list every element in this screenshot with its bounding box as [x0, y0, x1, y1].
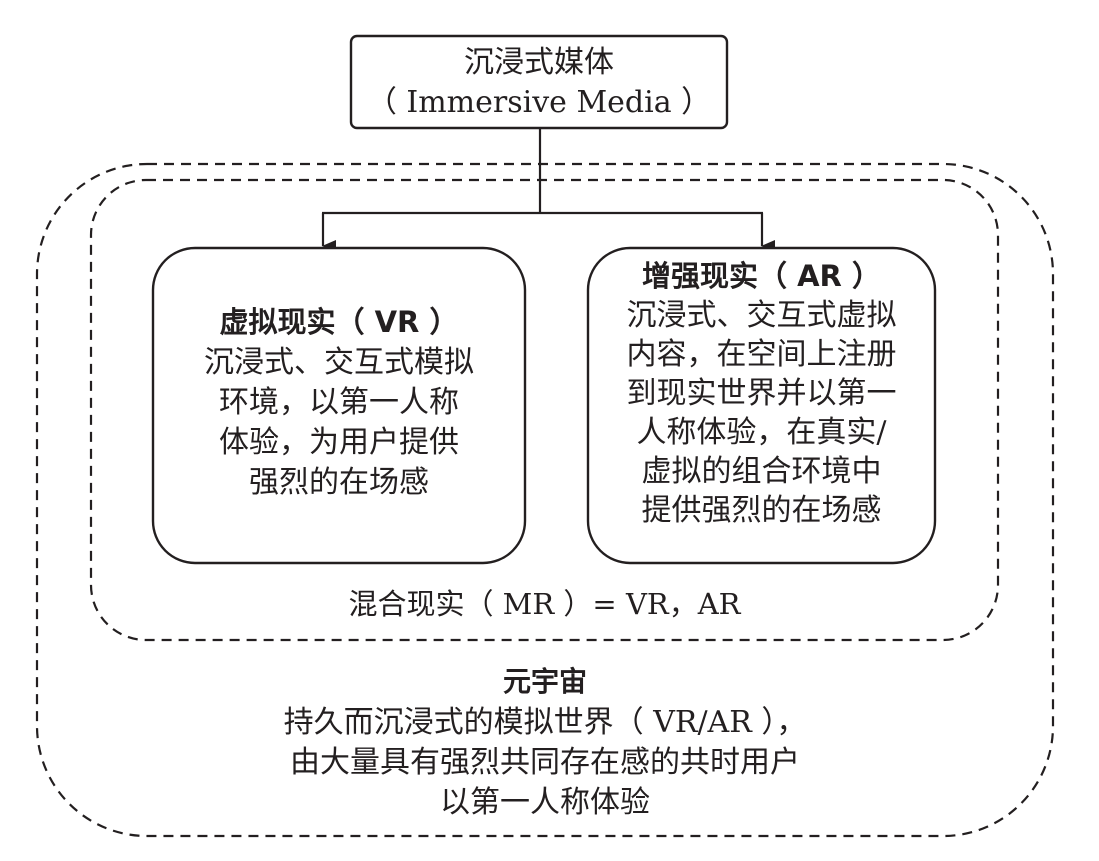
- ar-line: 提供强烈的在场感: [641, 493, 882, 528]
- ar-line: 沉浸式、交互式虚拟: [626, 298, 897, 333]
- vr-line: 环境，以第一人称: [219, 385, 459, 420]
- root-subtitle: （ Immersive Media ）: [366, 85, 712, 120]
- vr-box: [151, 246, 527, 565]
- metaverse-title: 元宇宙: [502, 665, 587, 698]
- vr-text: 虚拟现实（ VR ） 沉浸式、交互式模拟 环境，以第一人称 体验，为用户提供 强…: [153, 308, 525, 498]
- ar-line: 人称体验，在真实/: [636, 415, 887, 450]
- root-label: 沉浸式媒体 （ Immersive Media ）: [351, 48, 727, 118]
- metaverse-line: 持久而沉浸式的模拟世界（ VR/AR ），: [283, 705, 807, 740]
- ar-text: 增强现实（ AR ） 沉浸式、交互式虚拟 内容，在空间上注册 到现实世界并以第一…: [588, 262, 935, 526]
- ar-box: [586, 246, 937, 565]
- metaverse-text: 元宇宙 持久而沉浸式的模拟世界（ VR/AR ）， 由大量具有强烈共同存在感的共…: [37, 668, 1053, 818]
- ar-line: 虚拟的组合环境中: [641, 454, 882, 489]
- root-title: 沉浸式媒体: [464, 45, 614, 80]
- metaverse-region: [35, 162, 1055, 838]
- ar-title: 增强现实（ AR ）: [642, 259, 881, 293]
- vr-line: 强烈的在场感: [249, 465, 429, 500]
- metaverse-line: 由大量具有强烈共同存在感的共时用户: [290, 745, 800, 780]
- ar-line: 内容，在空间上注册: [626, 337, 897, 372]
- mixed-reality-region: [89, 178, 1000, 642]
- vr-title: 虚拟现实（ VR ）: [219, 305, 459, 339]
- vr-line: 体验，为用户提供: [219, 425, 459, 460]
- mr-label: 混合现实（ MR ）= VR，AR: [348, 587, 741, 621]
- vr-line: 沉浸式、交互式模拟: [204, 345, 474, 380]
- ar-line: 到现实世界并以第一: [626, 376, 897, 411]
- metaverse-line: 以第一人称体验: [440, 785, 650, 820]
